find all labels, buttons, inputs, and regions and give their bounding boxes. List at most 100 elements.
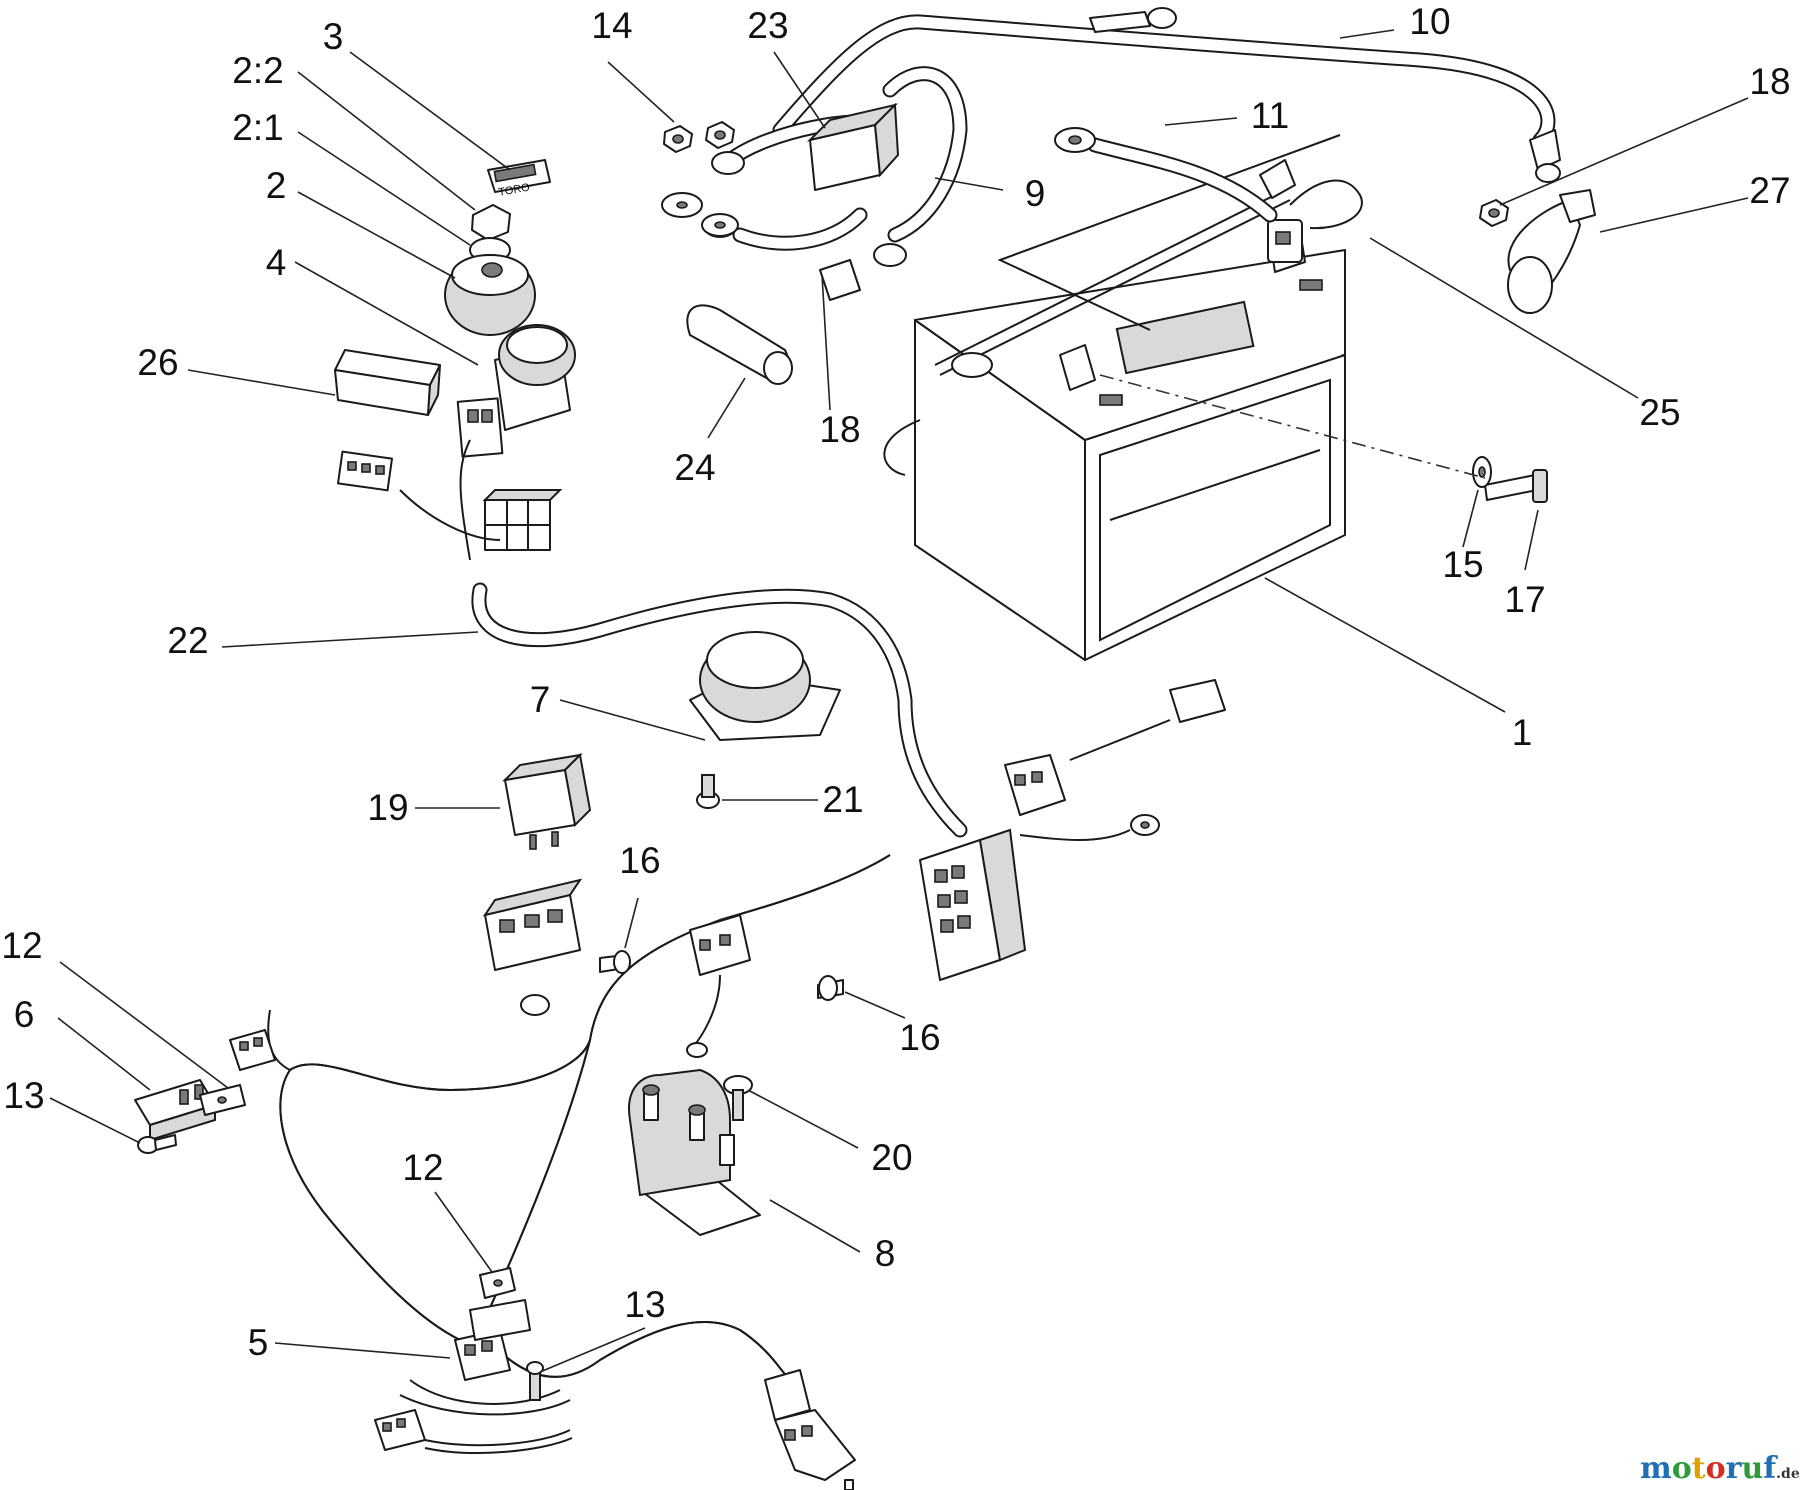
leader-22 [221,631,479,648]
callout-26: 26 [137,342,178,383]
battery [914,229,1346,661]
callout-18b: 18 [1749,61,1790,102]
fuse-block [806,102,900,191]
battery-terminal-clip [1259,159,1363,263]
callout-7: 7 [530,679,551,720]
leader-24 [707,377,746,439]
watermark-letter: f [1763,1451,1778,1486]
wiring-harness [267,439,968,1416]
callout-4: 4 [266,242,287,283]
callout-6: 6 [14,994,35,1035]
watermark-letter: m [1640,1451,1672,1486]
leader-12a [59,961,229,1089]
watermark-suffix: .de [1776,1466,1800,1482]
battery-negative-cable [1054,127,1278,223]
leader-5 [274,1342,451,1359]
callout-22: 22 [167,620,208,661]
callout-17: 17 [1504,579,1545,620]
watermark-letter: u [1741,1451,1763,1486]
terminal-boot [686,304,793,385]
leader-16b [844,991,906,1019]
leader-18a [821,274,831,411]
relay [502,752,592,850]
leader-7 [559,699,706,741]
seat-switch [764,1369,856,1490]
callout-11: 11 [1251,95,1289,136]
callout-14: 14 [591,5,632,46]
callout-2: 2 [266,165,287,206]
connector-left [229,1029,276,1071]
leader-18b [1499,97,1749,206]
callout-13b: 13 [624,1284,665,1325]
harness-connector-right [1004,679,1226,841]
callout-25: 25 [1639,392,1680,433]
terminal-boot-right [1507,189,1596,314]
leader-15 [1462,489,1479,548]
callout-5: 5 [248,1322,269,1363]
watermark-letter: o [1706,1451,1726,1486]
ignition-key: TORO [487,159,551,199]
leader-4 [294,261,479,366]
callout-13a: 13 [3,1075,44,1116]
key-cap-text: TORO [498,181,532,198]
leader-10 [1339,29,1395,39]
leader-lines [49,29,1749,1373]
leader-6 [57,1017,151,1091]
key-switch [444,254,536,336]
leader-26 [187,369,336,396]
callout-20: 20 [871,1137,912,1178]
fuse-holder [919,828,1027,981]
leader-1 [1264,577,1506,713]
washer [661,192,739,237]
battery-hold-down-rod [883,134,1341,476]
leader-12b [434,1191,493,1273]
screw-13 [137,1134,177,1154]
switch-module [456,324,576,458]
watermark-text: motoruf.de [1640,1451,1800,1486]
callout-1: 1 [1512,712,1533,753]
connector-mid [686,914,751,1058]
connector-bottom-left [374,1409,573,1454]
callout-21: 21 [822,779,863,820]
connector-small [337,450,393,492]
leader-17 [1524,509,1539,571]
callout-labels: 1 2 2:1 2:2 3 4 5 6 7 8 9 10 11 12 12 13… [1,1,1790,1363]
alarm-buzzer [689,631,841,741]
leader-13b [539,1327,646,1373]
leader-2-1 [297,131,471,246]
washer-15 [1472,456,1492,488]
bolt-axis-line [1099,374,1486,479]
leader-2 [297,191,456,279]
screw-13b [526,1361,544,1401]
callout-24: 24 [674,447,715,488]
leader-8 [769,1199,861,1253]
leader-13a [49,1097,141,1144]
watermark-letter: o [1672,1451,1692,1486]
callout-10: 10 [1409,1,1450,42]
callout-3: 3 [323,16,344,57]
screw-21 [696,774,720,809]
leader-16a [624,897,639,949]
leader-27 [1599,197,1749,233]
nut-right [1479,199,1509,227]
leader-20 [747,1089,859,1149]
harness-connector-block [482,489,563,551]
callout-19: 19 [367,787,408,828]
screw [599,950,631,974]
callout-12a: 12 [1,925,42,966]
leader-9 [934,177,1004,191]
bracket-12 [199,1084,246,1116]
plug-cover [334,349,441,416]
callout-2-1: 2:1 [232,107,283,148]
screw-2 [817,975,844,1001]
leader-11 [1164,117,1238,126]
watermark-letter: t [1692,1451,1706,1486]
callout-16b: 16 [899,1017,940,1058]
callout-16a: 16 [619,840,660,881]
starter-solenoid [628,1068,761,1236]
callout-2-2: 2:2 [232,50,283,91]
watermark-logo: motoruf.de [1640,1451,1800,1486]
leader-3 [349,51,511,171]
screw-20 [723,1075,753,1121]
